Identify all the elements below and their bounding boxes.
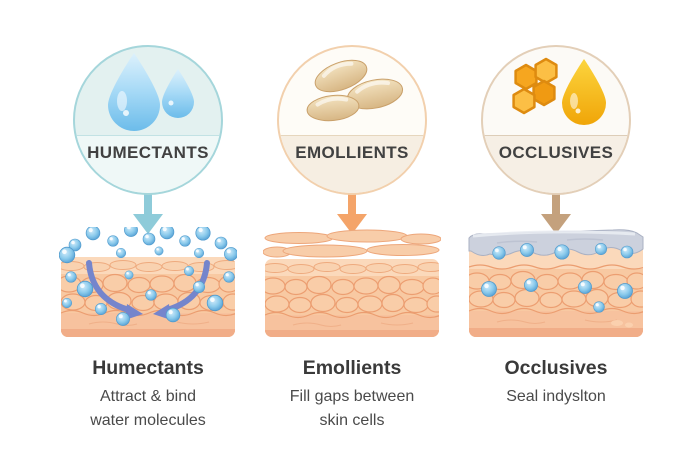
emollient-ovals-icon [279, 47, 425, 135]
badge-band [279, 134, 425, 193]
beeswax-oil-drop-icon [483, 47, 629, 135]
badge-band [75, 134, 221, 193]
columns-row: HUMECTANTS [48, 0, 656, 433]
badge-label: HUMECTANTS [87, 142, 209, 162]
humectants-skin-illustration [59, 227, 237, 337]
water-drops-icon [75, 47, 221, 135]
description-line: Attract & bind [99, 388, 197, 405]
humectants-badge-circle: HUMECTANTS [73, 45, 223, 195]
section-heading: Emollients [302, 357, 402, 379]
badge-band [483, 134, 629, 193]
description-line: Fill gaps between [289, 388, 415, 405]
down-arrow [541, 193, 571, 234]
emollients-badge-circle: EMOLLIENTS [277, 45, 427, 195]
section-description: Fill gaps between skin cells [290, 385, 415, 433]
occlusives-skin-illustration [468, 229, 644, 337]
badge-label: EMOLLIENTS [295, 142, 409, 162]
down-arrow [133, 193, 163, 234]
description-line: water molecules [90, 412, 206, 429]
section-heading: Occlusives [504, 357, 608, 379]
filled-surface-layers [263, 229, 441, 258]
section-description: Seal indyslton [506, 385, 606, 409]
description-line: Seal indyslton [506, 388, 606, 405]
emollients-skin-illustration [263, 229, 441, 337]
occlusives-badge-circle: OCCLUSIVES [481, 45, 631, 195]
badge-label: OCCLUSIVES [498, 142, 614, 162]
honeycomb [512, 57, 558, 115]
column-occlusives: OCCLUSIVES [456, 0, 656, 433]
section-description: Attract & bind water molecules [90, 385, 206, 433]
section-heading: Humectants [92, 357, 204, 379]
oil-drop [562, 58, 606, 125]
down-arrow [337, 193, 367, 234]
skin-layers [265, 259, 439, 337]
column-humectants: HUMECTANTS [48, 0, 248, 433]
column-emollients: EMOLLIENTS [252, 0, 452, 433]
description-line: skin cells [319, 412, 385, 429]
skin-layers [469, 241, 643, 337]
